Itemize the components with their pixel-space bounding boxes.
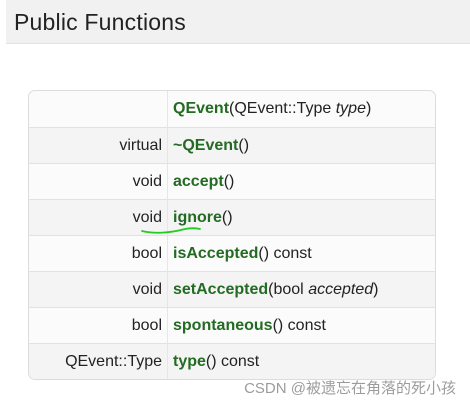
- column-divider: [167, 344, 168, 379]
- table-row: virtual ~QEvent(): [29, 127, 435, 163]
- function-args-open: (): [223, 173, 235, 190]
- column-divider: [167, 308, 168, 343]
- column-divider: [167, 236, 168, 271]
- return-type: virtual: [119, 137, 162, 154]
- function-link[interactable]: accept: [173, 173, 224, 190]
- column-divider: [167, 128, 168, 163]
- function-signature: spontaneous() const: [173, 308, 326, 343]
- table-row: void ignore(): [29, 199, 435, 235]
- section-header: Public Functions: [6, 0, 470, 44]
- function-param: type: [335, 100, 366, 117]
- table-row: bool spontaneous() const: [29, 307, 435, 343]
- function-args-open: (): [205, 353, 217, 370]
- function-signature: setAccepted(bool accepted): [173, 272, 378, 307]
- function-signature: ignore(): [173, 200, 233, 235]
- function-link[interactable]: QEvent: [173, 100, 230, 117]
- column-divider: [167, 272, 168, 307]
- column-divider: [167, 91, 168, 127]
- return-type: [29, 91, 162, 126]
- function-signature: accept(): [173, 164, 234, 199]
- function-args-open: (): [272, 317, 284, 334]
- table-row: void setAccepted(bool accepted): [29, 271, 435, 307]
- table-row: bool isAccepted() const: [29, 235, 435, 271]
- function-signature: isAccepted() const: [173, 236, 312, 271]
- column-divider: [167, 164, 168, 199]
- function-suffix: const: [269, 245, 312, 262]
- function-param: accepted: [308, 281, 374, 298]
- function-link[interactable]: ~QEvent: [173, 137, 239, 154]
- function-args-close: ): [365, 100, 372, 117]
- public-functions-table: QEvent(QEvent::Type type) virtual ~QEven…: [28, 90, 436, 380]
- section-title: Public Functions: [14, 9, 186, 35]
- function-link[interactable]: setAccepted: [173, 281, 269, 298]
- return-type: bool: [131, 245, 162, 262]
- function-signature: type() const: [173, 344, 259, 379]
- function-link[interactable]: ignore: [173, 209, 222, 226]
- table-row: void accept(): [29, 163, 435, 199]
- return-type: bool: [131, 317, 162, 334]
- function-args-open: (bool: [268, 281, 309, 298]
- function-suffix: const: [216, 353, 260, 370]
- function-signature: ~QEvent(): [173, 128, 249, 163]
- return-type: QEvent::Type: [65, 353, 162, 370]
- function-link[interactable]: spontaneous: [173, 317, 273, 334]
- return-type: void: [132, 209, 162, 226]
- table-row: QEvent(QEvent::Type type): [29, 91, 435, 127]
- function-signature: QEvent(QEvent::Type type): [173, 91, 371, 126]
- function-args-open: (): [238, 137, 250, 154]
- return-type: void: [132, 173, 162, 190]
- watermark: CSDN @被遗忘在角落的死小孩: [244, 380, 456, 397]
- function-link[interactable]: isAccepted: [173, 245, 259, 262]
- function-link[interactable]: type: [173, 353, 206, 370]
- function-args-open: (): [221, 209, 233, 226]
- function-suffix: const: [283, 317, 326, 334]
- return-type: void: [132, 281, 162, 298]
- function-args-open: (QEvent::Type: [229, 100, 336, 117]
- function-args-close: ): [373, 281, 379, 298]
- function-args-open: (): [258, 245, 270, 262]
- table-row: QEvent::Type type() const: [29, 343, 435, 379]
- column-divider: [167, 200, 168, 235]
